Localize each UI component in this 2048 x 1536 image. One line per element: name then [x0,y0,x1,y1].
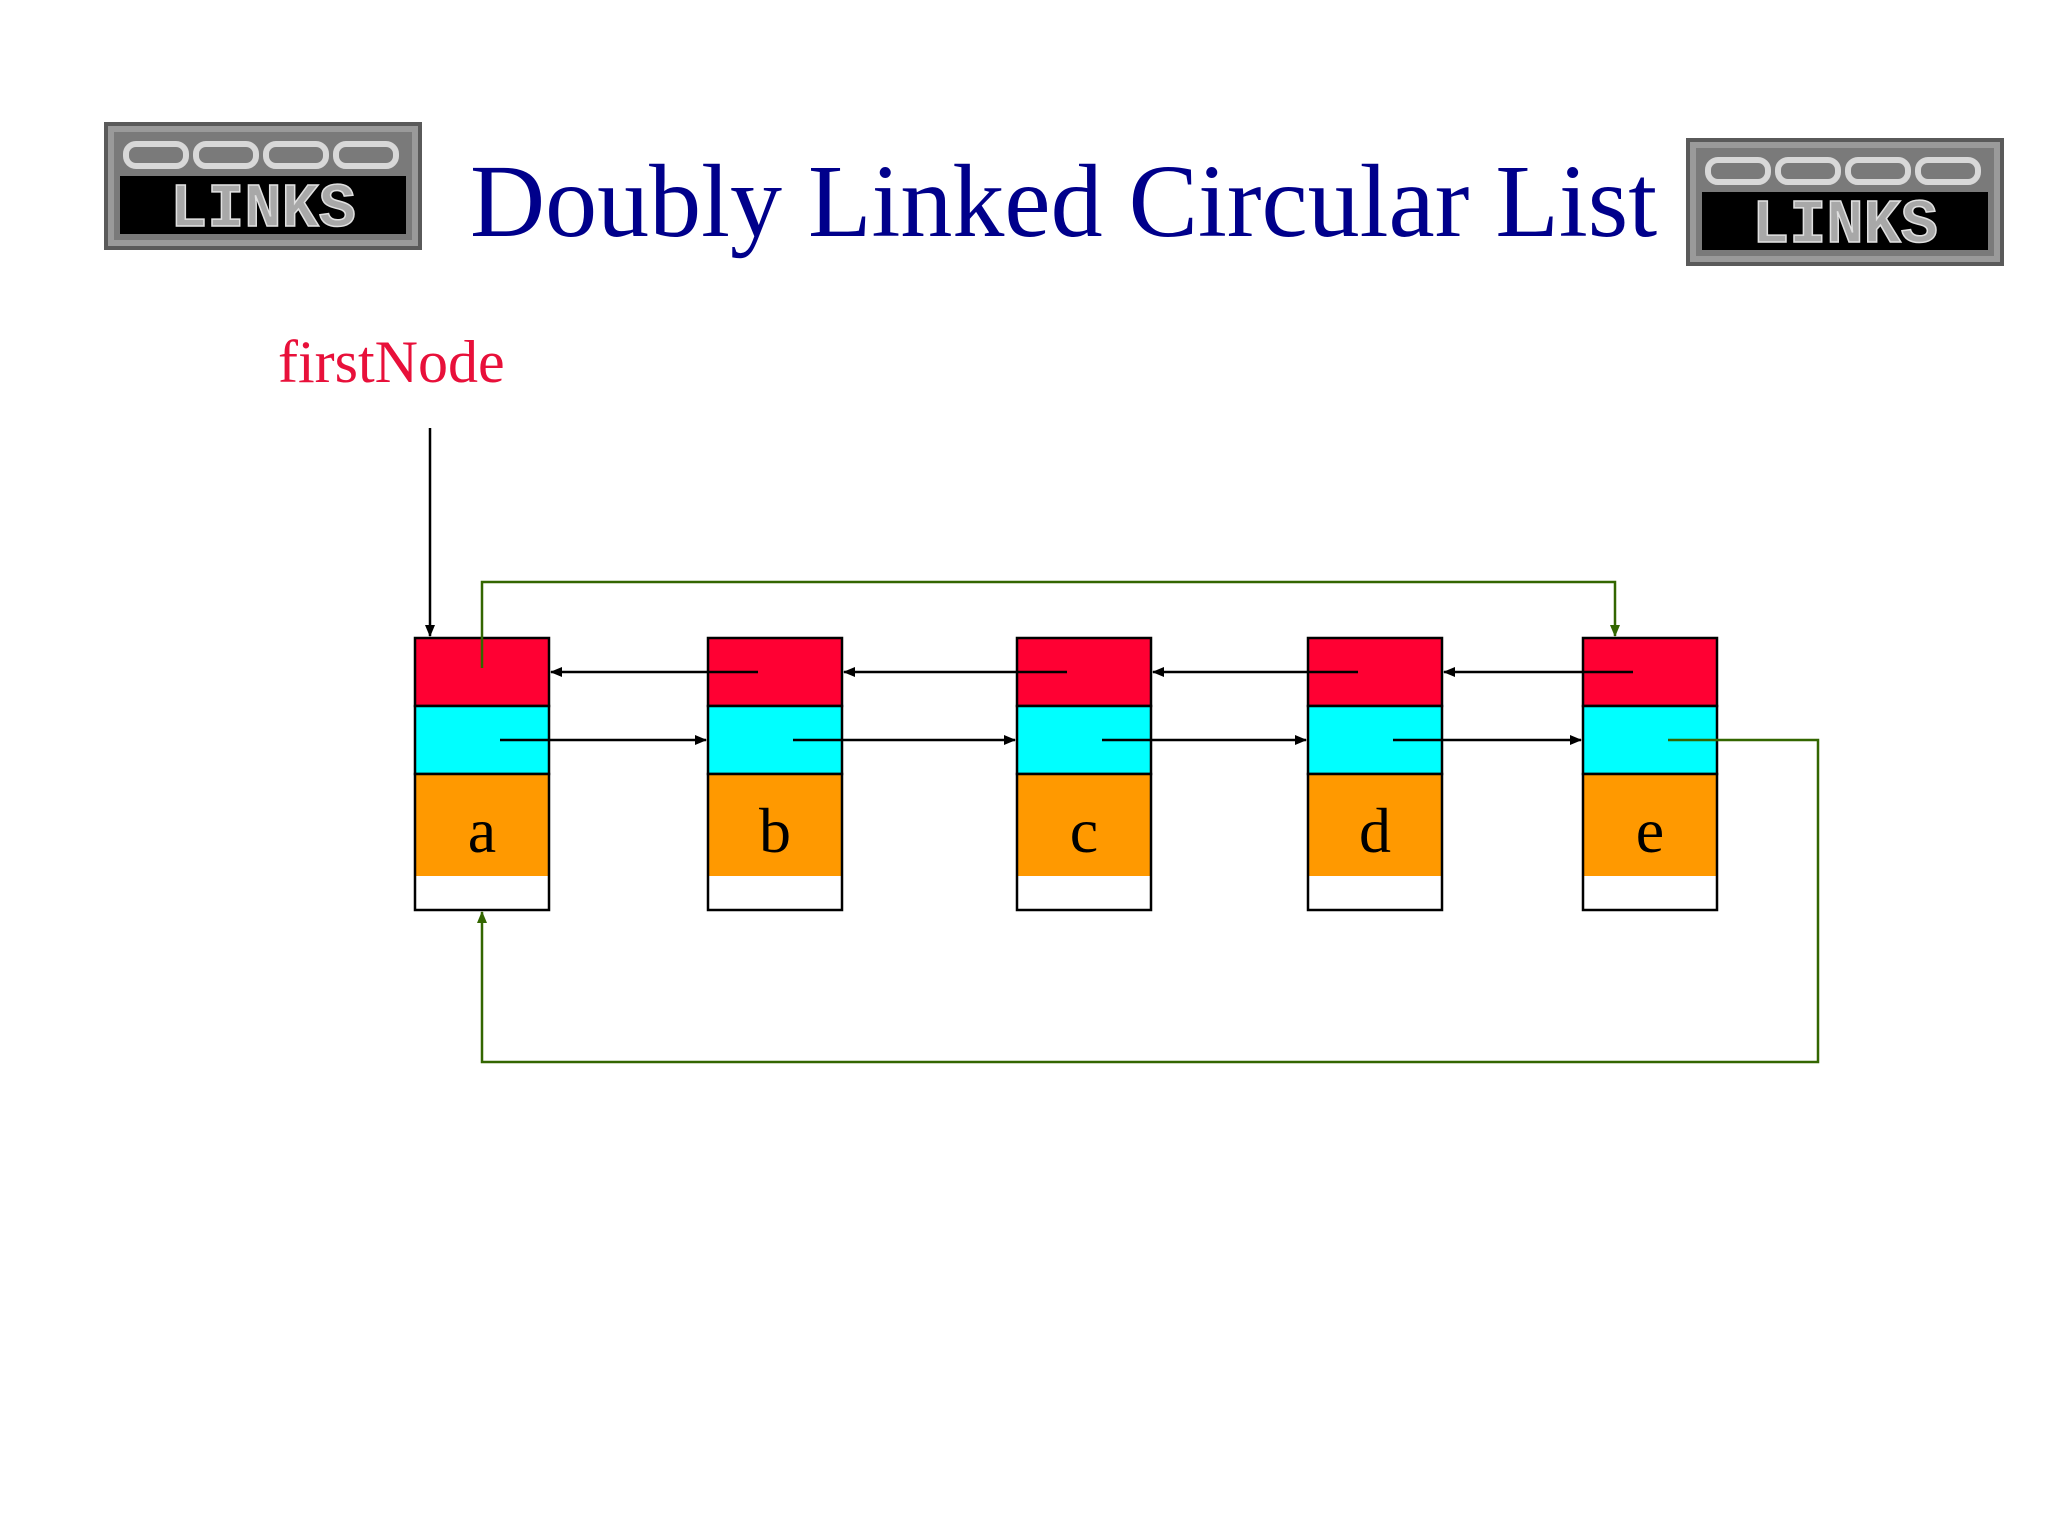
node-data-field [1583,774,1717,876]
first-node-label: firstNode [278,329,505,395]
wrap-left-link-arrow [480,580,1620,668]
node-data-border [1306,772,1444,912]
node-value-c: c [1070,795,1098,866]
logo-text-right: LINKS [1752,190,1938,261]
logo-text-left: LINKS [170,174,356,245]
node-value-e: e [1636,795,1664,866]
node-data-border [413,772,551,912]
node-data-field [415,774,549,876]
list-node-b: b [706,636,844,912]
list-node-c: c [1015,636,1153,912]
list-node-d: d [1306,636,1444,912]
node-data-border [1015,772,1153,912]
list-node-a: a [413,636,551,912]
node-data-field [1017,774,1151,876]
node-data-border [1581,772,1719,912]
wrap-right-link-arrow [477,738,1820,1064]
node-value-a: a [468,795,496,866]
node-value-b: b [759,795,791,866]
node-value-d: d [1359,795,1391,866]
node-data-tail [1308,876,1442,910]
list-node-e: e [1581,636,1719,912]
node-data-tail [1583,876,1717,910]
node-data-field [1308,774,1442,876]
node-data-tail [1017,876,1151,910]
node-data-field [708,774,842,876]
links-logo-right: LINKS [1686,138,2004,266]
links-layer [425,428,1820,1064]
links-logo-left: LINKS [104,122,422,250]
node-data-border [706,772,844,912]
node-data-tail [415,876,549,910]
node-data-tail [708,876,842,910]
slide-title: Doubly Linked Circular List [470,144,1658,259]
nodes-layer: a b c d e [413,636,1719,912]
